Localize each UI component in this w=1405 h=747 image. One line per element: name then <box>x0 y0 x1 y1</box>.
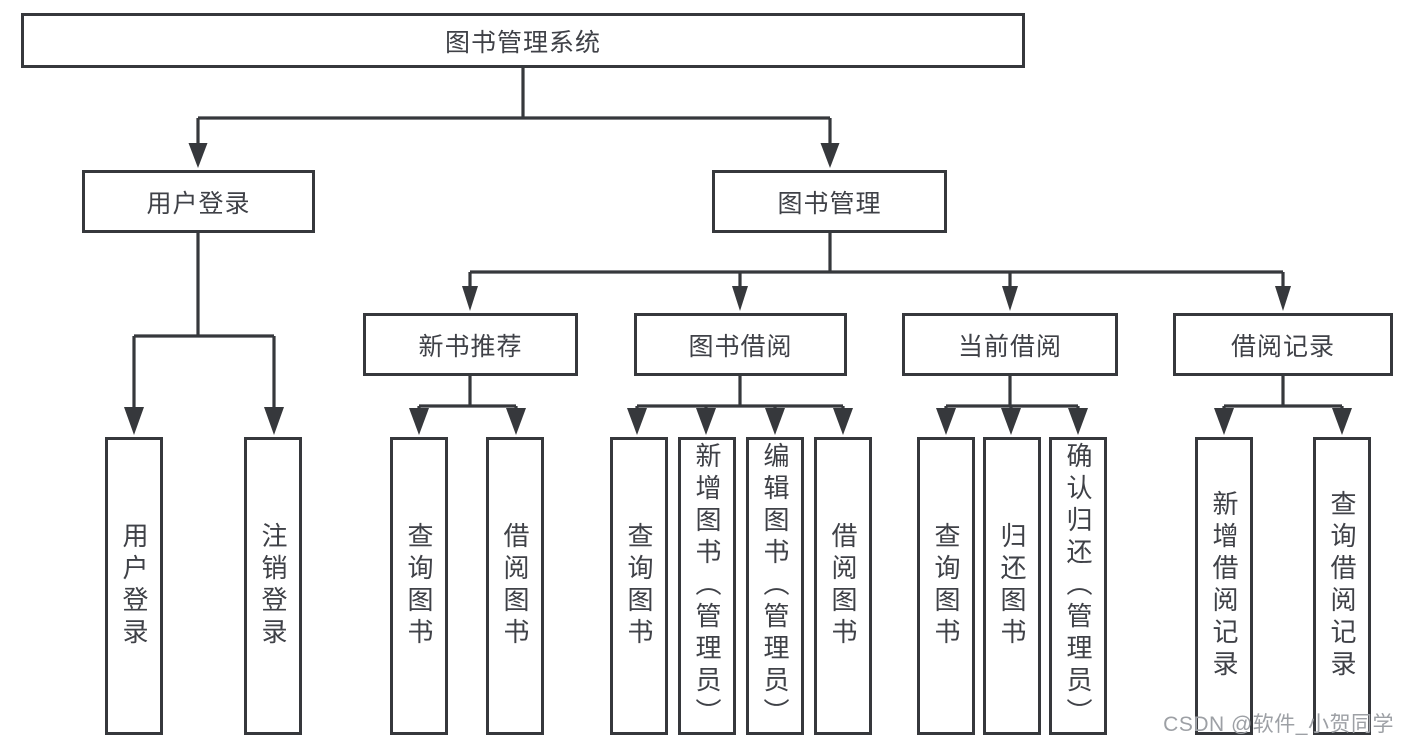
leaf-label: 查询借阅记录 <box>1327 490 1357 682</box>
node-label: 图书借阅 <box>688 332 793 361</box>
node-label: 新书推荐 <box>418 332 523 361</box>
leaf-query-borrow-record: 查询借阅记录 <box>1313 437 1371 735</box>
node-library-management-system: 图书管理系统 <box>21 13 1025 68</box>
node-borrowing-records: 借阅记录 <box>1173 313 1393 376</box>
leaf-return-book: 归还图书 <box>983 437 1041 735</box>
leaf-label: 确认归还（管理员） <box>1063 442 1093 730</box>
leaf-label: 编辑图书（管理员） <box>760 442 790 730</box>
node-label: 用户登录 <box>146 189 251 218</box>
connector-current-to-leaves <box>944 374 1080 410</box>
leaf-query-books-borrow: 查询图书 <box>610 437 668 735</box>
leaf-label: 查询图书 <box>931 522 961 650</box>
connector-record-to-leaves <box>1222 374 1344 410</box>
leaf-user-login: 用户登录 <box>105 437 163 735</box>
leaf-borrow-books-recommend: 借阅图书 <box>486 437 544 735</box>
leaf-label: 用户登录 <box>119 522 149 650</box>
leaf-add-borrow-record: 新增借阅记录 <box>1195 437 1253 735</box>
node-label: 借阅记录 <box>1230 332 1335 361</box>
connector-bookmgmt-to-level3 <box>468 231 1285 288</box>
node-user-login: 用户登录 <box>82 170 315 233</box>
csdn-watermark: CSDN @软件_小贺同学 <box>1163 713 1394 736</box>
node-label: 当前借阅 <box>957 332 1062 361</box>
leaf-label: 归还图书 <box>997 522 1027 650</box>
leaf-logout: 注销登录 <box>244 437 302 735</box>
node-label: 图书管理 <box>777 189 882 218</box>
leaf-label: 查询图书 <box>624 522 654 650</box>
node-book-management: 图书管理 <box>712 170 947 233</box>
arrowheads <box>124 143 1352 435</box>
node-book-borrowing: 图书借阅 <box>634 313 847 376</box>
leaf-query-books-current: 查询图书 <box>917 437 975 735</box>
leaf-label: 新增图书（管理员） <box>692 442 722 730</box>
node-current-borrowing: 当前借阅 <box>902 313 1118 376</box>
leaf-confirm-return-admin: 确认归还（管理员） <box>1049 437 1107 735</box>
connector-newbook-to-leaves <box>417 374 518 410</box>
leaf-add-book-admin: 新增图书（管理员） <box>678 437 736 735</box>
leaf-label: 注销登录 <box>258 522 288 650</box>
node-label: 图书管理系统 <box>444 28 601 57</box>
leaf-query-books-recommend: 查询图书 <box>390 437 448 735</box>
connector-root-to-level2 <box>196 66 832 145</box>
leaf-label: 借阅图书 <box>500 522 530 650</box>
connector-borrow-to-leaves <box>635 374 845 410</box>
leaf-label: 新增借阅记录 <box>1209 490 1239 682</box>
leaf-label: 查询图书 <box>404 522 434 650</box>
node-new-book-recommend: 新书推荐 <box>363 313 578 376</box>
leaf-label: 借阅图书 <box>828 522 858 650</box>
connector-userlogin-to-leaves <box>132 231 276 409</box>
leaf-borrow-books: 借阅图书 <box>814 437 872 735</box>
leaf-edit-book-admin: 编辑图书（管理员） <box>746 437 804 735</box>
